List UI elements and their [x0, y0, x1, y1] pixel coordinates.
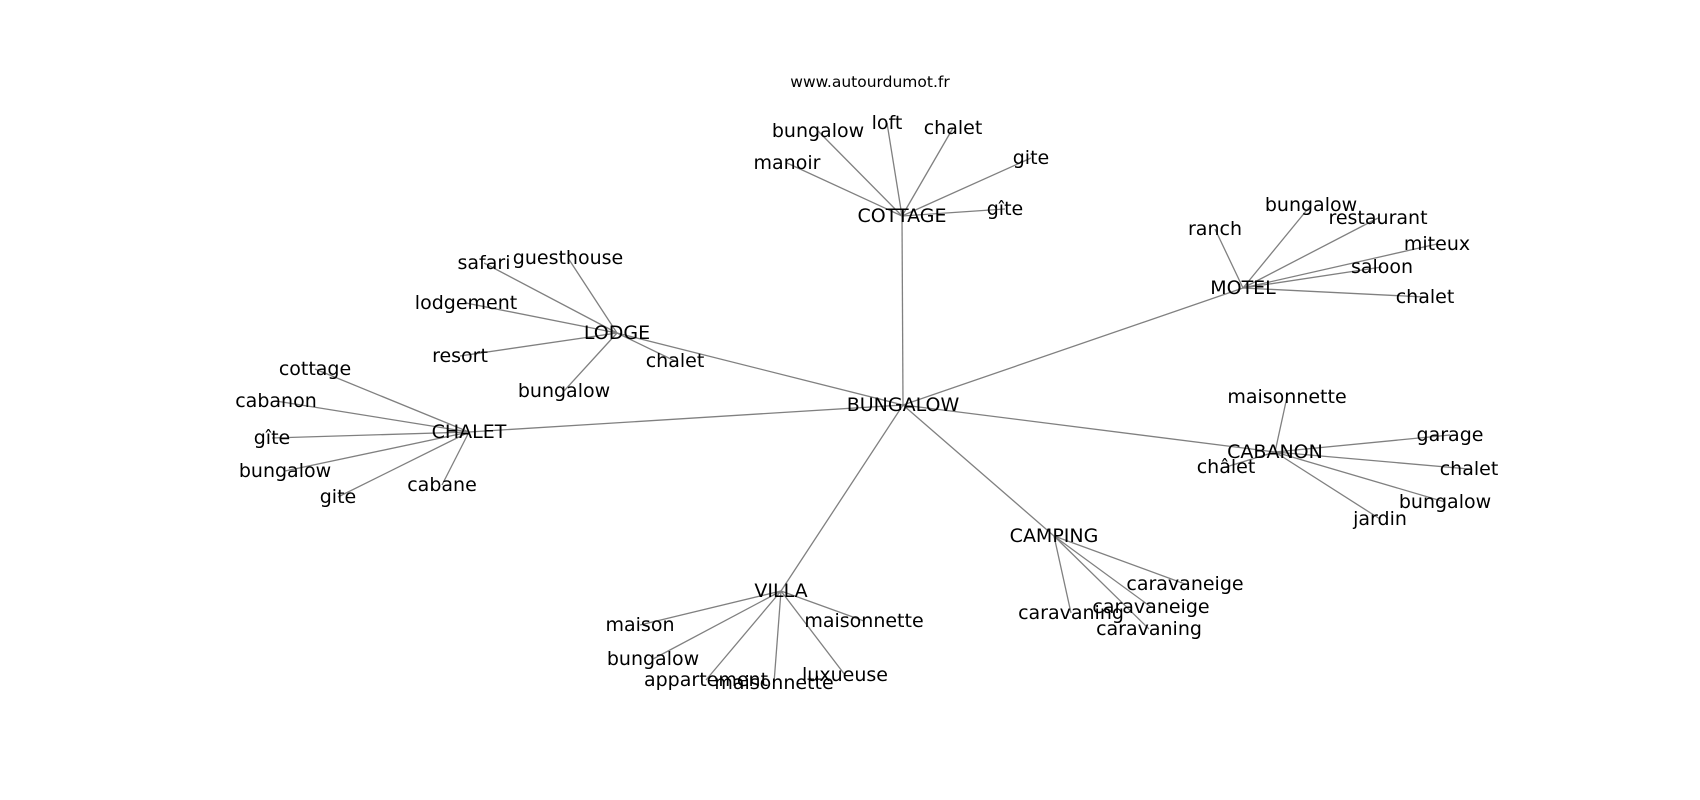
root-node-label: BUNGALOW [847, 394, 960, 416]
edge-lodge-leaf-1 [567, 257, 618, 334]
edge-chalet-leaf-1 [275, 400, 470, 433]
leaf-node-cottage-3: gite [1013, 147, 1049, 169]
leaf-node-motel-4: saloon [1351, 256, 1413, 278]
edge-camping-leaf-0 [1053, 535, 1186, 585]
leaf-node-cottage-4: manoir [754, 152, 821, 174]
leaf-node-villa-2: bungalow [607, 648, 699, 670]
leaf-node-lodge-3: resort [432, 345, 488, 367]
leaf-node-lodge-4: chalet [646, 350, 705, 372]
leaf-node-villa-5: luxueuse [802, 664, 888, 686]
edge-chalet-leaf-5 [441, 431, 470, 486]
edge-chalet-leaf-0 [314, 368, 470, 433]
leaf-node-lodge-2: lodgement [415, 292, 517, 314]
edge-cabanon-leaf-3 [1274, 451, 1470, 470]
edge-root-villa [780, 404, 904, 592]
leaf-node-motel-0: bungalow [1265, 194, 1357, 216]
leaf-node-camping-3: caravaning [1096, 618, 1202, 640]
leaf-node-motel-3: miteux [1404, 233, 1470, 255]
leaf-node-cabanon-5: jardin [1352, 508, 1407, 530]
leaf-node-motel-1: restaurant [1328, 207, 1427, 229]
leaf-node-lodge-5: bungalow [518, 380, 610, 402]
edge-lodge-leaf-2 [465, 302, 618, 334]
labels-layer: www.autourdumot.fr BUNGALOW COTTAGE bungal… [235, 73, 1498, 694]
leaf-node-chalet-2: gîte [254, 427, 290, 449]
leaf-node-cabanon-2: châlet [1197, 456, 1256, 478]
leaf-node-chalet-3: bungalow [239, 460, 331, 482]
edge-lodge-leaf-5 [563, 332, 618, 392]
leaf-node-cottage-2: chalet [924, 117, 983, 139]
edge-root-cottage [901, 215, 904, 406]
edge-chalet-leaf-3 [284, 431, 470, 472]
leaf-node-cabanon-1: garage [1417, 424, 1484, 446]
edge-villa-leaf-1 [780, 590, 865, 622]
edge-root-cabanon [902, 404, 1276, 453]
edge-root-chalet [468, 404, 904, 433]
edge-motel-leaf-0 [1242, 204, 1312, 289]
leaf-node-motel-5: chalet [1396, 286, 1455, 308]
leaf-node-chalet-0: cottage [279, 358, 351, 380]
leaf-node-cabanon-4: bungalow [1399, 491, 1491, 513]
leaf-node-chalet-4: gite [320, 486, 356, 508]
hub-node-villa: VILLA [754, 580, 807, 602]
edge-motel-leaf-4 [1242, 266, 1383, 289]
hub-node-lodge: LODGE [584, 322, 650, 344]
edge-camping-leaf-1 [1053, 535, 1152, 608]
edge-cottage-leaf-1 [886, 122, 903, 217]
edge-villa-leaf-4 [773, 590, 782, 684]
leaf-node-camping-1: caravaneige [1092, 596, 1209, 618]
leaf-node-cabanon-0: maisonnette [1227, 386, 1346, 408]
edge-root-camping [902, 404, 1055, 537]
edge-motel-leaf-1 [1242, 217, 1379, 289]
edge-cottage-leaf-2 [901, 127, 954, 217]
leaf-node-chalet-5: cabane [407, 474, 477, 496]
edge-cabanon-leaf-0 [1274, 396, 1288, 453]
leaf-node-cottage-1: loft [872, 112, 903, 134]
source-label: www.autourdumot.fr [790, 73, 950, 91]
hub-node-motel: MOTEL [1210, 277, 1276, 299]
edge-camping-leaf-2 [1053, 535, 1072, 614]
edge-lodge-leaf-3 [459, 332, 618, 357]
leaf-node-villa-1: maisonnette [804, 610, 923, 632]
edge-cottage-leaf-5 [901, 208, 1006, 217]
leaf-node-cottage-5: gîte [987, 198, 1023, 220]
edge-cottage-leaf-4 [786, 162, 903, 217]
edge-villa-leaf-3 [705, 590, 782, 681]
edge-motel-leaf-2 [1214, 228, 1244, 289]
edges-layer [271, 122, 1470, 684]
edge-cabanon-leaf-1 [1274, 434, 1451, 453]
hub-node-cabanon: CABANON [1227, 441, 1323, 463]
leaf-node-motel-2: ranch [1188, 218, 1242, 240]
edge-motel-leaf-3 [1242, 243, 1438, 289]
edge-chalet-leaf-4 [337, 431, 470, 498]
hub-node-camping: CAMPING [1010, 525, 1099, 547]
hub-node-cottage: COTTAGE [857, 205, 946, 227]
leaf-node-cabanon-3: chalet [1440, 458, 1499, 480]
leaf-node-villa-4: maisonnette [714, 672, 833, 694]
leaf-node-villa-0: maison [606, 614, 675, 636]
edge-villa-leaf-0 [639, 590, 782, 626]
edge-cottage-leaf-0 [817, 130, 903, 217]
edge-root-motel [902, 287, 1244, 406]
edge-cabanon-leaf-5 [1274, 451, 1381, 520]
leaf-node-villa-3: appartement [644, 669, 768, 691]
edge-cabanon-leaf-4 [1274, 451, 1446, 503]
edge-lodge-leaf-0 [483, 262, 618, 334]
edge-motel-leaf-5 [1242, 287, 1426, 298]
edge-villa-leaf-5 [780, 590, 846, 676]
leaf-node-cottage-0: bungalow [772, 120, 864, 142]
edge-camping-leaf-3 [1053, 535, 1150, 630]
leaf-node-chalet-1: cabanon [235, 390, 317, 412]
leaf-node-camping-0: caravaneige [1126, 573, 1243, 595]
edge-villa-leaf-2 [652, 590, 782, 660]
hub-node-chalet: CHALET [432, 421, 507, 443]
edge-cottage-leaf-3 [901, 157, 1032, 217]
edge-cabanon-leaf-2 [1225, 451, 1276, 468]
leaf-node-lodge-1: guesthouse [513, 247, 623, 269]
leaf-node-lodge-0: safari [458, 252, 511, 274]
edge-chalet-leaf-2 [271, 431, 470, 439]
edge-lodge-leaf-4 [616, 332, 676, 362]
leaf-node-camping-2: caravaning [1018, 602, 1124, 624]
edge-root-lodge [616, 332, 904, 406]
